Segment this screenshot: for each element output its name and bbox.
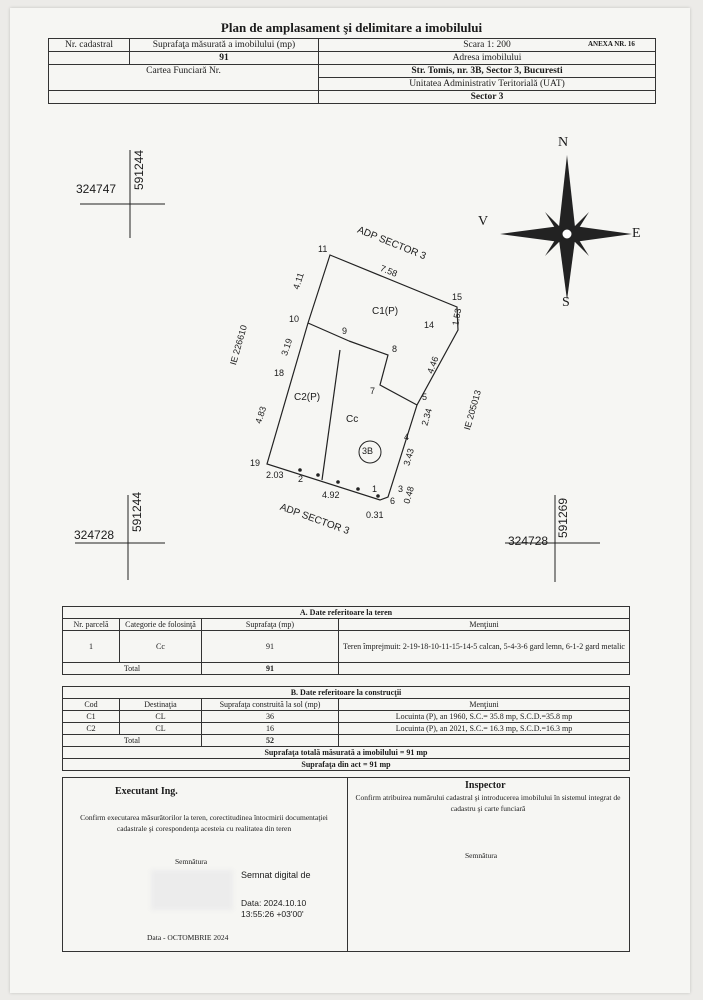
total-act: Suprafaţa din act = 91 mp [62,758,630,771]
empty-cell [338,734,630,747]
point-label: 14 [424,320,435,330]
point-label: 8 [392,344,398,354]
cell: CL [119,710,202,723]
fence-points [298,468,380,498]
point-label: 2 [298,474,304,484]
executant-date: Data - OCTOMBRIE 2024 [147,933,229,942]
dimension-label: 0.31 [366,510,384,520]
document-title: Plan de amplasament şi delimitare a imob… [220,20,483,35]
cell: Locuinta (P), an 2021, S.C.= 16.3 mp, S.… [338,722,630,735]
cell: Locuinta (P), an 1960, S.C.= 35.8 mp, S.… [338,710,630,723]
coord-x-bottom-left: 324728 [74,528,115,542]
coord-x-top-left: 324747 [76,182,117,196]
plan-drawing [75,150,632,582]
inspector-section: Inspector Confirm atribuirea numărului c… [347,778,629,951]
crosshair-bottom-left [75,495,165,580]
digital-signature-line2: Data: 2024.10.10 [241,898,307,908]
signature-block: Executant Ing. Confirm executarea măsură… [62,777,630,952]
c2-wall [321,349,341,481]
total-label: Total [62,662,202,675]
carte-funciara-label: Cartea Funciară Nr. [48,64,319,91]
cell: CL [119,722,202,735]
document-sheet [10,8,690,993]
parcel-circle [358,440,382,464]
digital-signature-line3: 13:55:26 +03'00' [241,909,304,919]
crosshair-top-left [80,150,165,238]
col-header: Suprafaţa construită la sol (mp) [201,698,339,711]
col-header: Cod [62,698,120,711]
point-label: 1 [372,484,378,494]
table-teren: A. Date referitoare la teren Nr. parcelă… [62,606,630,675]
section-a-title: A. Date referitoare la teren [62,606,630,619]
compass-s: S [562,295,570,310]
compass-e: E [632,226,641,241]
coord-y-bottom-right: 591269 [556,498,570,539]
coord-y-bottom-left: 591244 [130,492,144,533]
land-label-cc: Cc [346,414,359,425]
col-header: Suprafaţa (mp) [201,618,339,631]
c1-wall [348,340,418,406]
header-table: Nr. cadastral Suprafaţa măsurată a imobi… [48,38,656,104]
compass-icon [500,155,632,300]
total-label: Total [62,734,202,747]
empty-cell [338,662,630,675]
point-label: 11 [318,244,328,254]
executant-signature-label: Semnătura [175,857,208,866]
cell: C2 [62,722,120,735]
compass-v: V [478,214,489,229]
crosshair-bottom-right [505,495,600,582]
executant-text: Confirm executarea măsurătorilor la tere… [80,813,328,833]
coord-y-top-left: 591244 [132,150,146,191]
c1-wall [307,322,350,342]
point-label: 5 [422,392,428,402]
point-label: 18 [274,368,285,378]
point-label: 9 [342,326,348,336]
point-label: 3 [398,484,404,494]
col-header: Menţiuni [338,698,630,711]
parcel-number: 3B [362,446,374,456]
cell: Teren împrejmuit: 2-19-18-10-11-15-14-5 … [338,630,630,663]
inspector-text: Confirm atribuirea numărului cadastral ş… [355,793,621,813]
cell: 16 [201,722,339,735]
parcel-outline [266,254,459,501]
point-label: 6 [390,496,396,506]
compass-n: N [558,135,569,150]
executant-title: Executant Ing. [115,786,178,797]
coord-x-bottom-right: 324728 [508,534,549,548]
col-header: Categorie de folosinţă [119,618,202,631]
table-constructii: B. Date referitoare la construcţii Cod D… [62,686,630,771]
total-value: 91 [201,662,339,675]
inspector-title: Inspector [465,780,506,791]
total-measured: Suprafaţa totală măsurată a imobilului =… [62,746,630,759]
col-header: Nr. parcelă [62,618,120,631]
cell: 1 [62,630,120,663]
cell: 91 [201,630,339,663]
point-label: 19 [250,458,261,468]
digital-signature-line1: Semnat digital de [241,870,311,880]
point-label: 10 [289,314,300,324]
inspector-signature-label: Semnătura [465,851,498,860]
col-header: Menţiuni [338,618,630,631]
section-b-title: B. Date referitoare la construcţii [62,686,630,699]
redacted-signature [151,870,233,910]
col-header: Destinaţia [119,698,202,711]
dimension-label: 4.92 [322,490,340,500]
executant-section: Executant Ing. Confirm executarea măsură… [63,778,348,951]
point-label: 7 [370,386,376,396]
cell: 36 [201,710,339,723]
point-label: 4 [404,432,410,442]
cell: Cc [119,630,202,663]
building-label-c1: C1(P) [372,306,399,317]
point-label: 15 [452,292,463,302]
uat-value: Sector 3 [318,90,656,104]
total-value: 52 [201,734,339,747]
cell: C1 [62,710,120,723]
building-label-c2: C2(P) [294,392,321,403]
dimension-label: 2.03 [266,470,284,480]
